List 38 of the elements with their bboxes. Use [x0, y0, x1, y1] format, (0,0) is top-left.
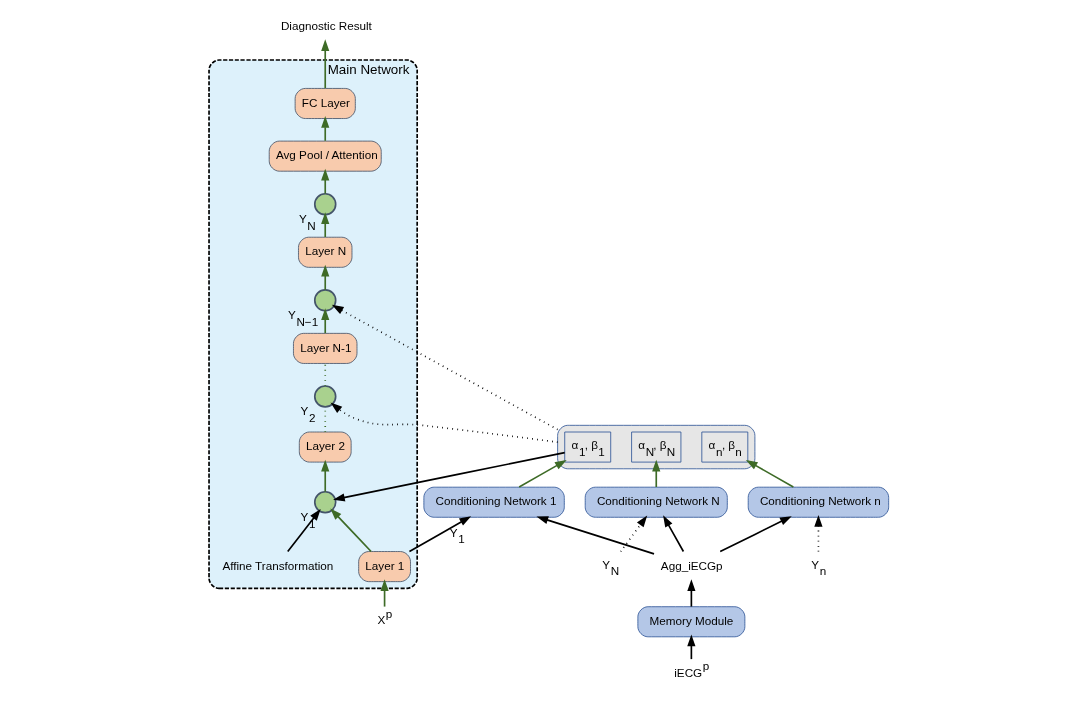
node-box: FC Layer — [294, 88, 356, 119]
arrow — [330, 402, 559, 443]
arrow — [286, 508, 321, 553]
node-box: Memory Module — [637, 606, 746, 638]
arrow — [518, 459, 567, 488]
arrow — [536, 516, 655, 555]
node-text: Diagnostic Result — [280, 18, 372, 32]
node-box: Layer N — [298, 236, 353, 268]
arrow — [652, 459, 661, 488]
node-circle — [313, 385, 337, 408]
arrow — [321, 212, 330, 238]
arrow — [321, 459, 330, 493]
node-box: Layer 2 — [298, 431, 352, 463]
node-box: Conditioning Network N — [584, 486, 728, 518]
node-box: Layer N-1 — [293, 332, 358, 364]
node-circle — [313, 192, 337, 216]
arrow — [331, 304, 559, 431]
arrow — [333, 451, 566, 502]
connector — [324, 362, 327, 387]
node-box: Conditioning Network 1 — [423, 486, 565, 518]
node-circle — [313, 490, 337, 514]
node-box: Avg Pool / Attention — [268, 140, 382, 172]
arrow — [745, 459, 795, 488]
arrow — [663, 515, 685, 553]
node-box: Conditioning Network n — [747, 486, 890, 518]
arrow — [321, 116, 330, 142]
node-box: Layer 1 — [358, 551, 411, 583]
arrow — [619, 515, 648, 553]
node-circle — [313, 289, 337, 312]
arrow — [321, 264, 330, 291]
arrow — [408, 516, 472, 553]
arrow — [719, 516, 792, 553]
arrow — [321, 39, 330, 89]
arrow — [321, 308, 330, 334]
arrow — [330, 508, 372, 553]
node-text: Agg_iECGp — [660, 558, 723, 572]
node-text: Affine Transformation — [222, 558, 334, 572]
arrow — [321, 168, 330, 195]
